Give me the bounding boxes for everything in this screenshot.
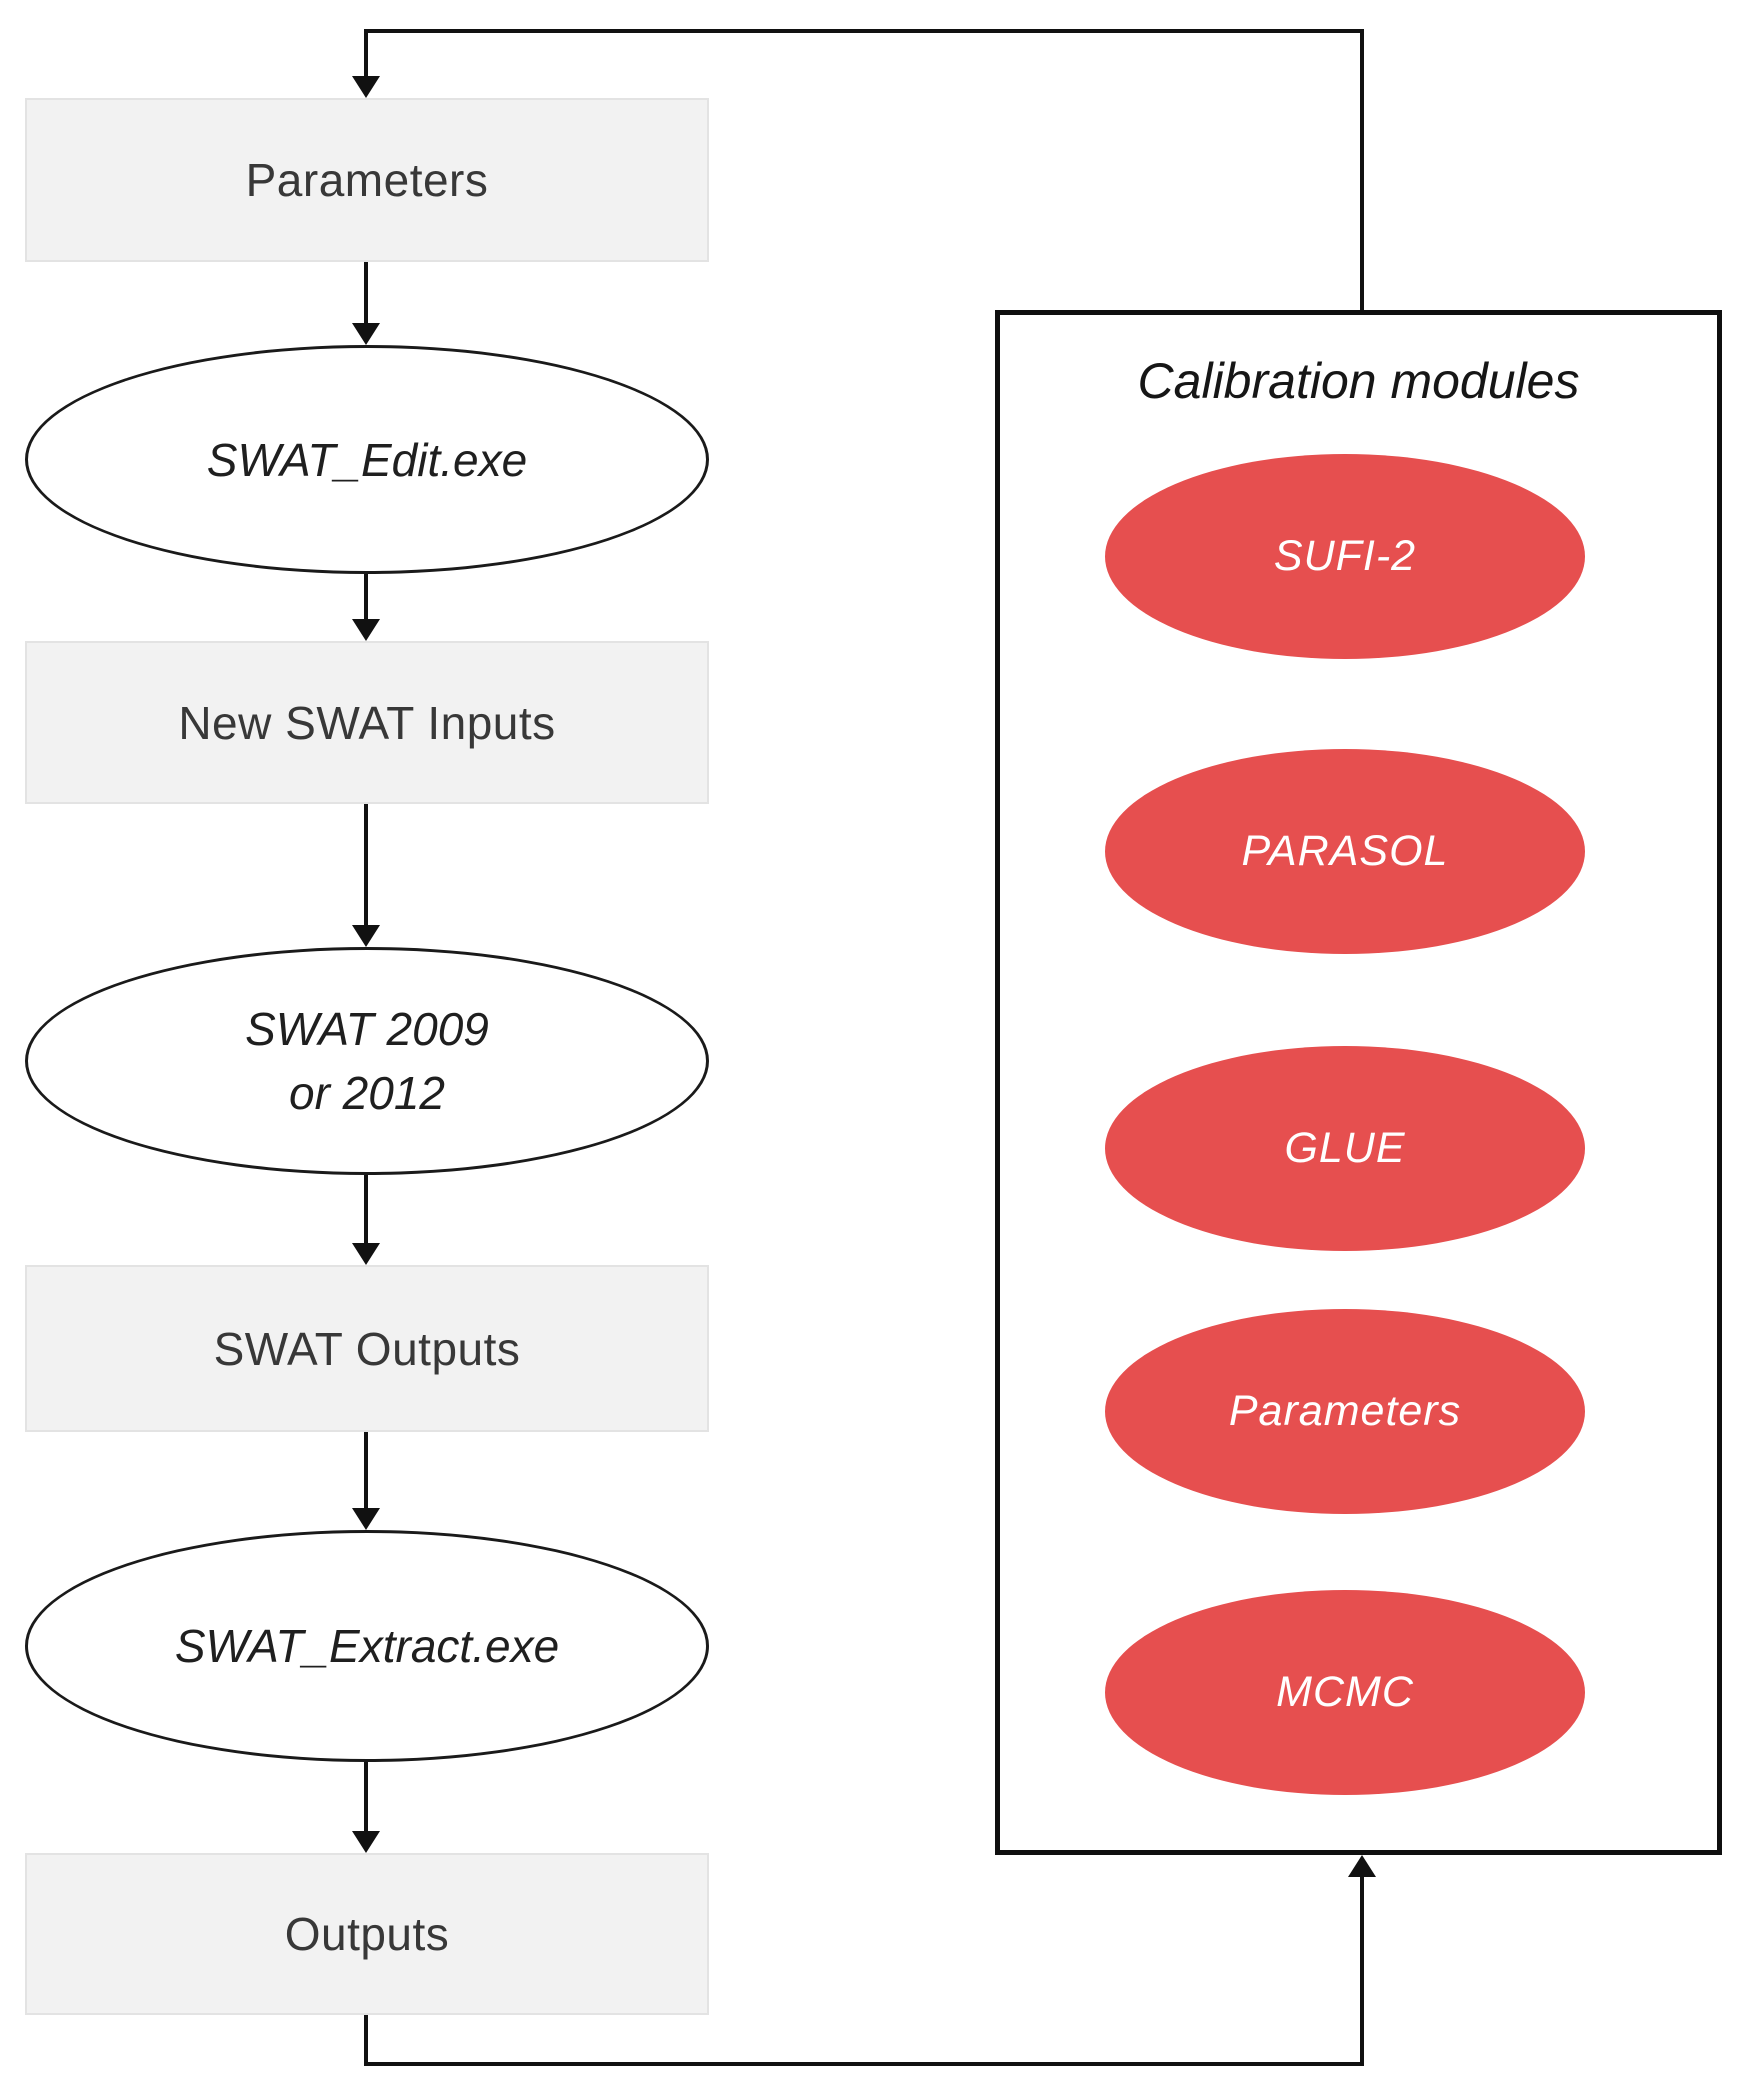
arrowhead-down-icon [352,1243,380,1265]
process-box-parameters: Parameters [25,98,709,262]
loop-top-right-vertical-line [1360,29,1364,310]
process-box-new-swat-inputs: New SWAT Inputs [25,641,709,804]
arrowhead-up-icon [1348,1855,1376,1877]
loop-bottom-horizontal-line [364,2062,1364,2066]
module-ellipse-parameters-label: Parameters [1228,1387,1462,1435]
arrow-new-inputs-to-swat-model-line [364,804,368,927]
program-ellipse-swat-edit: SWAT_Edit.exe [25,345,709,574]
arrow-top-into-parameters-line [364,29,368,78]
loop-bottom-left-vertical-line [364,2015,368,2066]
arrow-swat-outputs-to-extract-line [364,1432,368,1510]
loop-top-horizontal-line [364,29,1364,33]
arrow-parameters-to-swat-edit-line [364,262,368,325]
arrowhead-down-icon [352,323,380,345]
calibration-modules-title: Calibration modules [1137,353,1580,409]
program-ellipse-swat-model-line2: or 2012 [288,1067,445,1119]
process-box-new-swat-inputs-label: New SWAT Inputs [178,696,556,749]
arrowhead-down-icon [352,619,380,641]
module-ellipse-parasol-label: PARASOL [1241,827,1449,875]
module-ellipse-parameters: Parameters [1105,1309,1585,1514]
arrowhead-down-icon [352,925,380,947]
module-ellipse-mcmc: MCMC [1105,1590,1585,1795]
process-box-swat-outputs-label: SWAT Outputs [213,1322,521,1375]
arrow-swat-model-to-swat-outputs-line [364,1175,368,1245]
arrow-extract-to-outputs-line [364,1762,368,1833]
module-ellipse-sufi2-label: SUFI-2 [1273,532,1417,580]
module-ellipse-parasol: PARASOL [1105,749,1585,954]
process-box-outputs: Outputs [25,1853,709,2015]
module-ellipse-mcmc-label: MCMC [1276,1668,1414,1716]
module-ellipse-glue: GLUE [1105,1046,1585,1251]
program-ellipse-swat-model-line1: SWAT 2009 [245,1003,489,1055]
program-ellipse-swat-model: SWAT 2009 or 2012 [25,947,709,1175]
arrowhead-down-icon [352,1508,380,1530]
program-ellipse-swat-edit-label: SWAT_Edit.exe [206,433,528,486]
module-ellipse-sufi2: SUFI-2 [1105,454,1585,659]
process-box-outputs-label: Outputs [284,1908,450,1960]
arrowhead-down-icon [352,1831,380,1853]
arrowhead-down-icon [352,76,380,98]
arrow-swat-edit-to-new-inputs-line [364,574,368,621]
process-box-parameters-label: Parameters [245,154,489,206]
program-ellipse-swat-extract-label: SWAT_Extract.exe [174,1620,560,1672]
module-ellipse-glue-label: GLUE [1284,1124,1406,1172]
program-ellipse-swat-extract: SWAT_Extract.exe [25,1530,709,1762]
process-box-swat-outputs: SWAT Outputs [25,1265,709,1432]
loop-bottom-right-vertical-line [1360,1877,1364,2066]
